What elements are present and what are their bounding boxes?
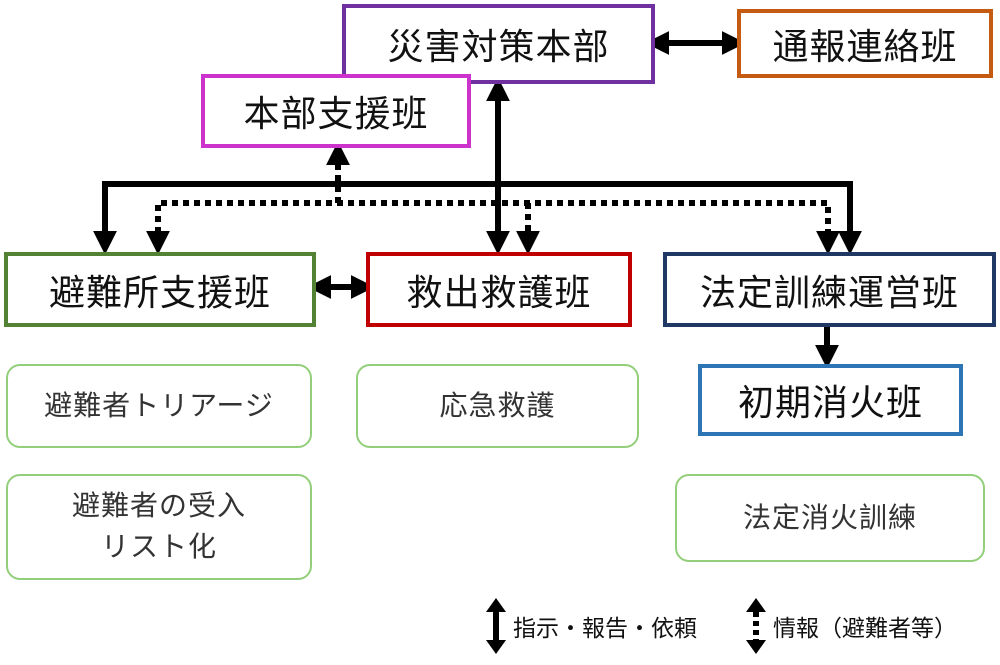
node-shelter: 避難所支援班 (4, 252, 316, 327)
task-first-aid: 応急救護 (356, 364, 639, 448)
dotted-bus (146, 200, 840, 255)
task-triage: 避難者トリアージ (6, 364, 312, 448)
legend-solid: 指示・報告・依頼 (485, 596, 697, 656)
dotted-double-arrow-icon (746, 598, 766, 654)
task-acceptance-list-line1: 避難者の受入 (71, 489, 246, 523)
task-acceptance-list-line2: リスト化 (100, 530, 217, 563)
legend-dotted-label: 情報（避難者等） (773, 616, 957, 642)
node-training: 法定訓練運営班 (663, 252, 996, 327)
node-firefight: 初期消火班 (698, 364, 963, 436)
node-hq-support: 本部支援班 (201, 74, 471, 148)
task-acceptance-list: 避難者の受入 リスト化 (6, 474, 312, 580)
node-hq: 災害対策本部 (342, 4, 655, 84)
solid-double-arrow-icon (486, 598, 506, 654)
node-report: 通報連絡班 (737, 9, 993, 78)
legend-solid-label: 指示・報告・依頼 (513, 616, 697, 642)
solid-bus-right (498, 181, 862, 255)
node-rescue: 救出救護班 (366, 252, 632, 327)
task-fire-drill: 法定消火訓練 (675, 474, 985, 562)
solid-bus-left (93, 181, 498, 255)
legend-dotted: 情報（避難者等） (745, 596, 957, 656)
